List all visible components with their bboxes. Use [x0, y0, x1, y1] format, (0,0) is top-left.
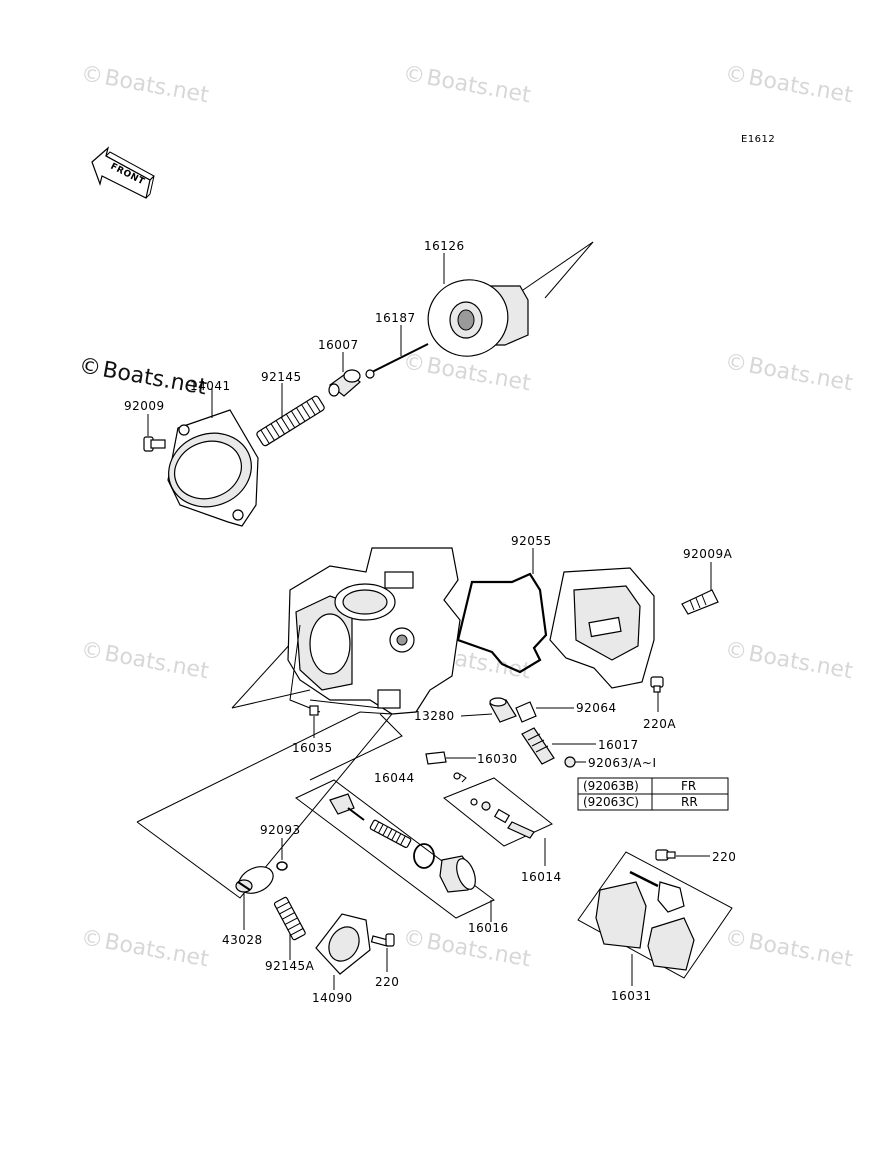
watermark-symbol: ©	[723, 349, 749, 377]
watermark-symbol: ©	[401, 349, 427, 377]
part-220-screw-lower	[370, 933, 395, 947]
part-220A-screw	[650, 676, 664, 693]
watermark-symbol: ©	[79, 925, 105, 953]
part-16014-kit	[443, 777, 553, 847]
jet-reference-table: (92063B) FR (92063C) RR	[577, 777, 729, 811]
label-92009A: 92009A	[683, 547, 733, 561]
label-92145: 92145	[261, 370, 302, 384]
table-row-1-position: FR	[681, 779, 696, 793]
label-92055: 92055	[511, 534, 552, 548]
part-92063-jet	[564, 756, 576, 768]
label-16031: 16031	[611, 989, 652, 1003]
part-16187-needle	[365, 343, 429, 379]
label-16187: 16187	[375, 311, 416, 325]
watermark-text: Boats.net	[747, 65, 855, 108]
watermark-symbol-dark: ©	[77, 353, 103, 381]
part-16017-needle-valve	[521, 727, 555, 765]
label-92009: 92009	[124, 399, 165, 413]
watermark-text: Boats.net	[747, 929, 855, 972]
label-14090: 14090	[312, 991, 353, 1005]
part-92145-spring	[256, 395, 325, 447]
part-92009-screw	[143, 436, 166, 452]
label-16030: 16030	[477, 752, 518, 766]
part-92145A-spring	[273, 896, 306, 941]
watermark-symbol: ©	[401, 925, 427, 953]
part-16126-slide	[427, 241, 594, 357]
label-92064: 92064	[576, 701, 617, 715]
label-16126: 16126	[424, 239, 465, 253]
label-16035: 16035	[292, 741, 333, 755]
part-43028-diaphragm	[235, 866, 274, 894]
part-16007-holder	[328, 369, 361, 397]
part-16035-jet	[309, 705, 319, 716]
label-16016: 16016	[468, 921, 509, 935]
label-16014: 16014	[521, 870, 562, 884]
label-16044: 16044	[374, 771, 415, 785]
front-arrow-icon: FRONT	[91, 146, 155, 199]
diagram-code: E1612	[741, 134, 775, 145]
part-92064-jet	[515, 701, 537, 723]
part-16016-kit	[295, 779, 495, 919]
label-92093: 92093	[260, 823, 301, 837]
watermark-text: Boats.net	[747, 353, 855, 396]
part-16044-pin	[453, 772, 467, 783]
part-92093-o-ring	[276, 861, 288, 871]
part-16031-float	[577, 851, 733, 979]
part-16030-clip	[425, 751, 447, 765]
part-14041-cover	[167, 409, 259, 527]
watermark-text: Boats.net	[425, 353, 533, 396]
part-float-chamber	[549, 567, 655, 689]
watermark-text: Boats.net	[425, 929, 533, 972]
label-220A: 220A	[643, 717, 676, 731]
watermarks: © Boats.net © Boats.net © Boats.net © Bo…	[77, 61, 855, 972]
watermark-symbol: ©	[79, 637, 105, 665]
label-220-lower: 220	[375, 975, 399, 989]
label-16007: 16007	[318, 338, 359, 352]
carburetor-body	[231, 547, 461, 715]
watermark-symbol: ©	[723, 925, 749, 953]
table-row-2-code: (92063C)	[583, 795, 639, 809]
watermark-text: Boats.net	[103, 65, 211, 108]
watermark-symbol: ©	[401, 61, 427, 89]
part-220-screw-upper	[655, 849, 676, 861]
part-92009A-screw	[681, 589, 719, 615]
watermark-text: Boats.net	[103, 641, 211, 684]
watermark-text: Boats.net	[747, 641, 855, 684]
part-14090-cover	[315, 913, 371, 975]
watermark-text: Boats.net	[425, 65, 533, 108]
watermark-symbol: ©	[723, 637, 749, 665]
label-92063: 92063/A~I	[588, 756, 657, 770]
label-43028: 43028	[222, 933, 263, 947]
table-row-1-code: (92063B)	[583, 779, 639, 793]
label-92145A: 92145A	[265, 959, 315, 973]
part-92055-gasket	[456, 572, 548, 674]
label-220-upper: 220	[712, 850, 736, 864]
part-13280-tube	[489, 697, 517, 723]
label-16017: 16017	[598, 738, 639, 752]
watermark-text: Boats.net	[103, 929, 211, 972]
watermark-symbol: ©	[723, 61, 749, 89]
label-13280: 13280	[414, 709, 455, 723]
part-labels: 16126 16187 16007 92145 14041 92009 9205…	[124, 239, 736, 1005]
watermark-symbol: ©	[79, 61, 105, 89]
table-row-2-position: RR	[681, 795, 698, 809]
label-14041: 14041	[190, 379, 231, 393]
